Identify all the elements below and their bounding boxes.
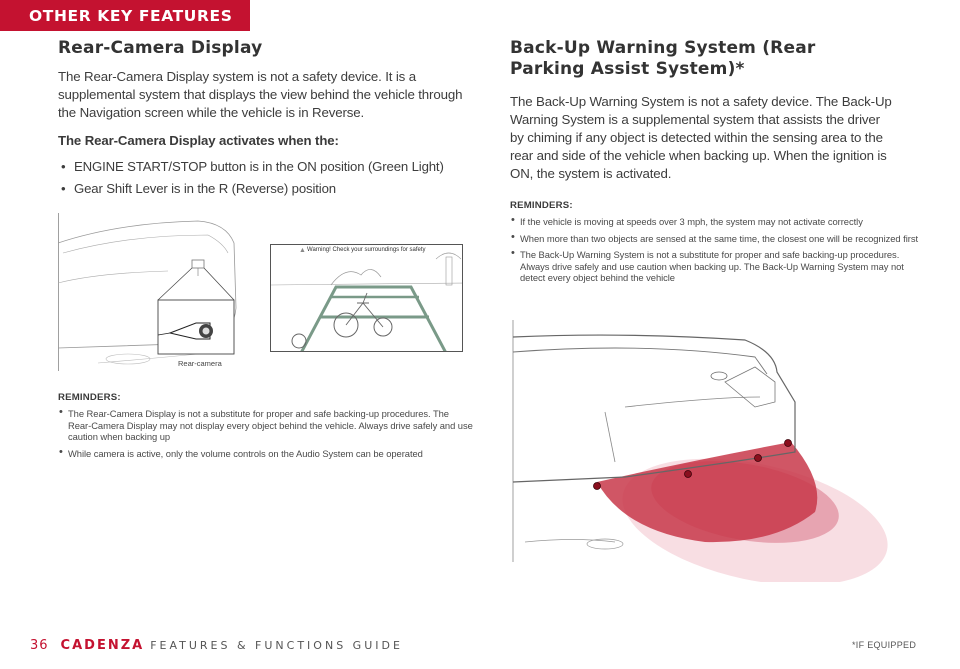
condition-item: Gear Shift Lever is in the R (Reverse) p…	[58, 180, 473, 198]
rear-camera-caption: Rear-camera	[178, 359, 222, 368]
warning-icon: ▲	[299, 247, 306, 254]
reminder-item: The Rear-Camera Display is not a substit…	[58, 407, 473, 443]
rear-camera-illustration	[58, 213, 237, 371]
rear-camera-title: Rear-Camera Display	[58, 38, 263, 58]
screen-warning-text: Warning! Check your surroundings for saf…	[307, 247, 426, 253]
activates-heading: The Rear-Camera Display activates when t…	[58, 133, 339, 148]
if-equipped-note: *IF EQUIPPED	[852, 640, 917, 650]
reminder-item: If the vehicle is moving at speeds over …	[510, 215, 930, 228]
rear-camera-screen: Warning! Check your surroundings for saf…	[270, 244, 463, 352]
backup-warning-intro: The Back-Up Warning System is not a safe…	[510, 94, 892, 181]
backup-warning-section: Back-Up Warning System (Rear Parking Ass…	[510, 38, 930, 284]
reminder-item: While camera is active, only the volume …	[58, 447, 473, 460]
backup-warning-reminders: REMINDERS: If the vehicle is moving at s…	[510, 200, 930, 284]
backup-warning-title: Back-Up Warning System (Rear Parking Ass…	[510, 38, 816, 79]
rear-camera-section: Rear-Camera Display The Rear-Camera Disp…	[58, 38, 473, 202]
reminder-item: The Back-Up Warning System is not a subs…	[510, 248, 930, 284]
page-number: 36	[30, 638, 49, 653]
rear-camera-intro: The Rear-Camera Display system is not a …	[58, 69, 463, 120]
reminders-title: REMINDERS:	[58, 392, 121, 403]
condition-item: ENGINE START/STOP button is in the ON po…	[58, 158, 473, 176]
activation-conditions: ENGINE START/STOP button is in the ON po…	[58, 158, 473, 198]
parking-sensor-illustration	[512, 320, 888, 582]
reminder-item: When more than two objects are sensed at…	[510, 232, 930, 245]
guide-brand: CADENZA	[60, 638, 145, 653]
section-tab: OTHER KEY FEATURES	[0, 0, 250, 31]
camera-view-drawing	[271, 252, 462, 351]
rear-camera-reminders: REMINDERS: The Rear-Camera Display is no…	[58, 392, 473, 459]
reminders-title: REMINDERS:	[510, 200, 573, 211]
page-footer: 36 CADENZA FEATURES & FUNCTIONS GUIDE	[30, 636, 403, 653]
guide-title: FEATURES & FUNCTIONS GUIDE	[150, 639, 403, 652]
